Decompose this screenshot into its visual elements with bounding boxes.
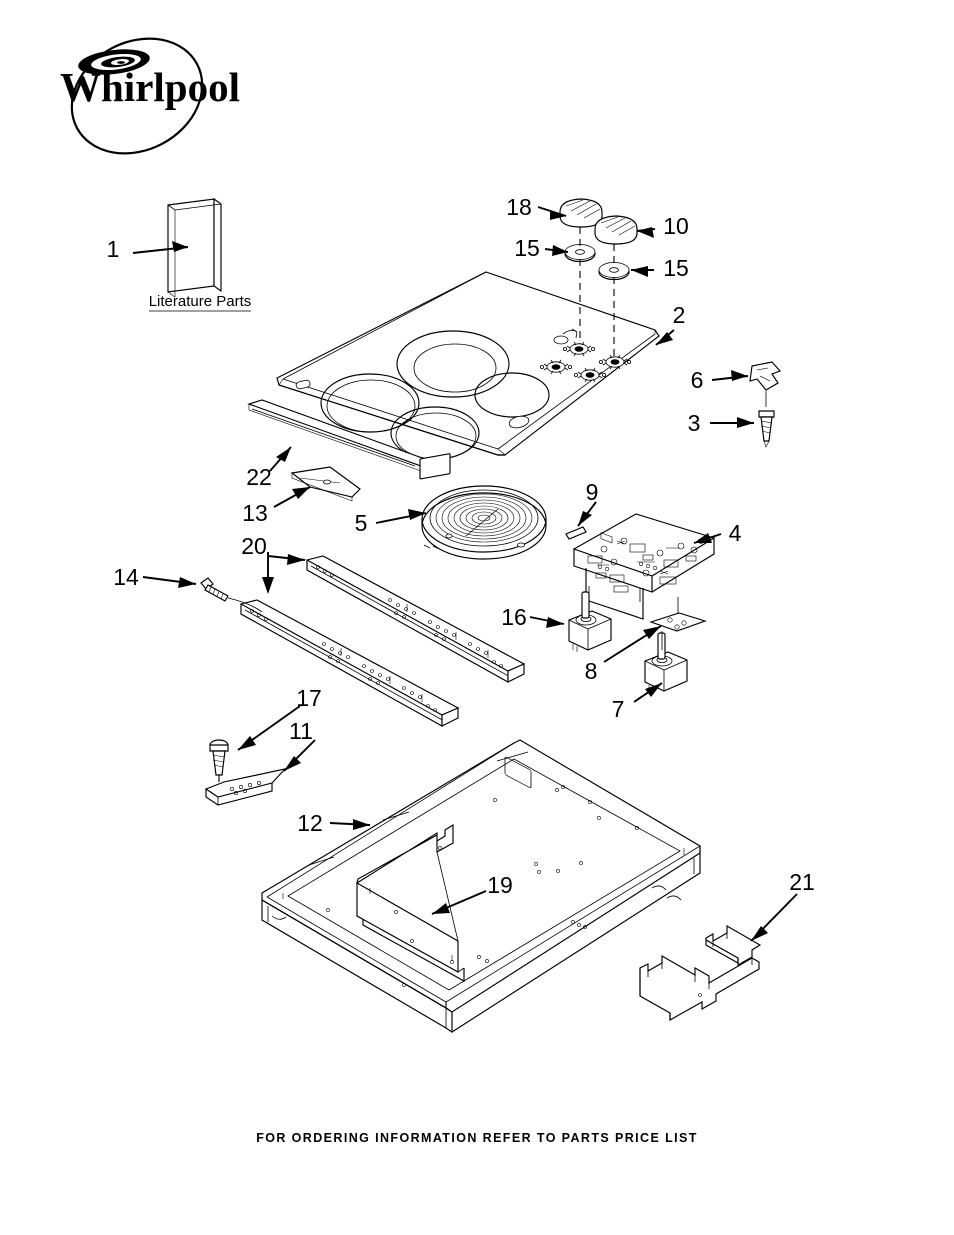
callout-1: 1 xyxy=(107,236,120,262)
callout-17: 17 xyxy=(296,685,322,711)
part-infinite-switch-7 xyxy=(644,632,688,693)
part-screw-3 xyxy=(758,410,775,448)
callout-15-right: 15 xyxy=(663,255,689,281)
whirlpool-swoosh-logo: Whirlpool xyxy=(60,37,240,155)
part-trim-bracket xyxy=(290,466,361,502)
part-infinite-switch-16 xyxy=(568,591,612,652)
part-corner-bracket-lower xyxy=(639,955,760,1021)
callout-15-left: 15 xyxy=(514,235,540,261)
part-corner-bracket-upper xyxy=(705,925,762,966)
callout-21: 21 xyxy=(789,869,815,895)
part-knob-washer-right xyxy=(598,262,630,281)
part-control-board xyxy=(572,513,716,620)
callout-7: 7 xyxy=(612,696,625,722)
callout-3: 3 xyxy=(688,410,701,436)
callout-13: 13 xyxy=(242,500,268,526)
part-knob-washer-left xyxy=(564,244,596,263)
part-support-rail-lower xyxy=(239,599,460,727)
footer-note: FOR ORDERING INFORMATION REFER TO PARTS … xyxy=(256,1131,698,1145)
part-screw-14 xyxy=(200,577,229,602)
callout-18: 18 xyxy=(506,194,532,220)
callout-11: 11 xyxy=(289,718,313,744)
callout-6: 6 xyxy=(691,367,704,393)
callout-10: 10 xyxy=(663,213,689,239)
part-support-rail-upper xyxy=(305,555,526,683)
part-literature-packet xyxy=(167,197,222,298)
callout-16: 16 xyxy=(501,604,527,630)
svg-text:Whirlpool: Whirlpool xyxy=(60,64,240,110)
part-glass-cooktop xyxy=(276,271,660,460)
callout-2: 2 xyxy=(673,302,686,328)
callout-20: 20 xyxy=(241,533,267,559)
callout-12: 12 xyxy=(297,810,323,836)
burner-symbol xyxy=(539,341,631,383)
callout-14: 14 xyxy=(113,564,139,590)
part-chassis-base-pan xyxy=(261,739,701,1034)
leader-lines xyxy=(142,206,798,942)
part-control-knob-18 xyxy=(559,198,603,228)
part-board-spacer xyxy=(565,526,587,540)
part-small-bracket xyxy=(204,768,287,806)
part-switch-mounting-plate xyxy=(649,612,707,632)
part-radiant-heating-element xyxy=(419,453,547,560)
part-internal-channel-bracket xyxy=(356,823,465,982)
callout-numbers: 1 2 3 4 5 6 7 8 9 10 11 12 13 14 15 15 1… xyxy=(107,194,815,898)
part-trim-strip xyxy=(247,399,426,472)
literature-parts-caption: Literature Parts xyxy=(149,293,252,312)
callout-8: 8 xyxy=(585,658,598,684)
cooktop-control-graphics xyxy=(539,328,631,383)
part-screw-17 xyxy=(209,739,229,776)
callout-22: 22 xyxy=(246,464,272,490)
callout-5: 5 xyxy=(355,510,368,536)
callout-4: 4 xyxy=(729,520,742,546)
callout-19: 19 xyxy=(487,872,513,898)
part-control-knob-10 xyxy=(594,215,638,245)
callout-9: 9 xyxy=(586,479,599,505)
part-mounting-clip xyxy=(749,361,781,391)
literature-parts-label: Literature Parts xyxy=(149,293,252,310)
